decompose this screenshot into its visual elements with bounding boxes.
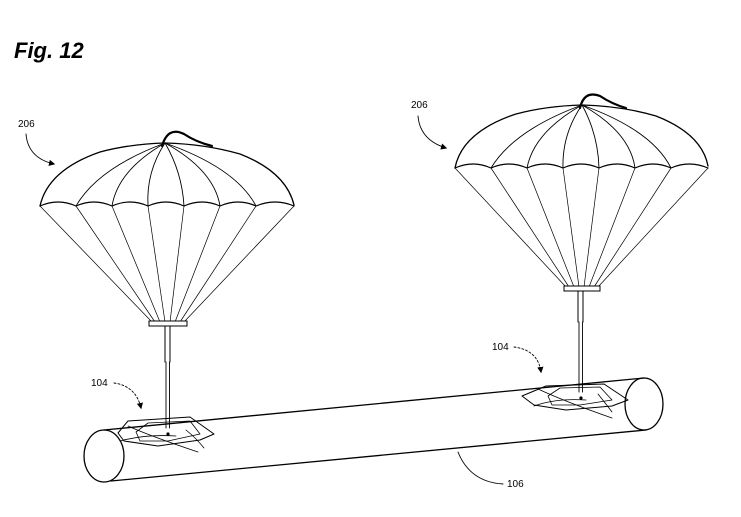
leader-106 bbox=[457, 451, 504, 485]
label-104-right: 104 bbox=[492, 342, 509, 353]
leader-206-left bbox=[25, 133, 56, 166]
attachment-right-104 bbox=[521, 383, 629, 419]
figure-title: Fig. 12 bbox=[14, 38, 84, 63]
attachment-left-104 bbox=[117, 416, 215, 453]
parachute-left-206 bbox=[39, 130, 295, 429]
label-106: 106 bbox=[507, 479, 524, 490]
label-104-left: 104 bbox=[91, 378, 108, 389]
label-206-right: 206 bbox=[411, 100, 428, 111]
label-206-left: 206 bbox=[18, 119, 35, 130]
parachute-right-206 bbox=[454, 93, 709, 393]
leader-206-right bbox=[417, 115, 448, 150]
leader-104-right bbox=[513, 346, 544, 374]
leader-104-left bbox=[113, 382, 143, 410]
pipe-106 bbox=[83, 377, 664, 483]
